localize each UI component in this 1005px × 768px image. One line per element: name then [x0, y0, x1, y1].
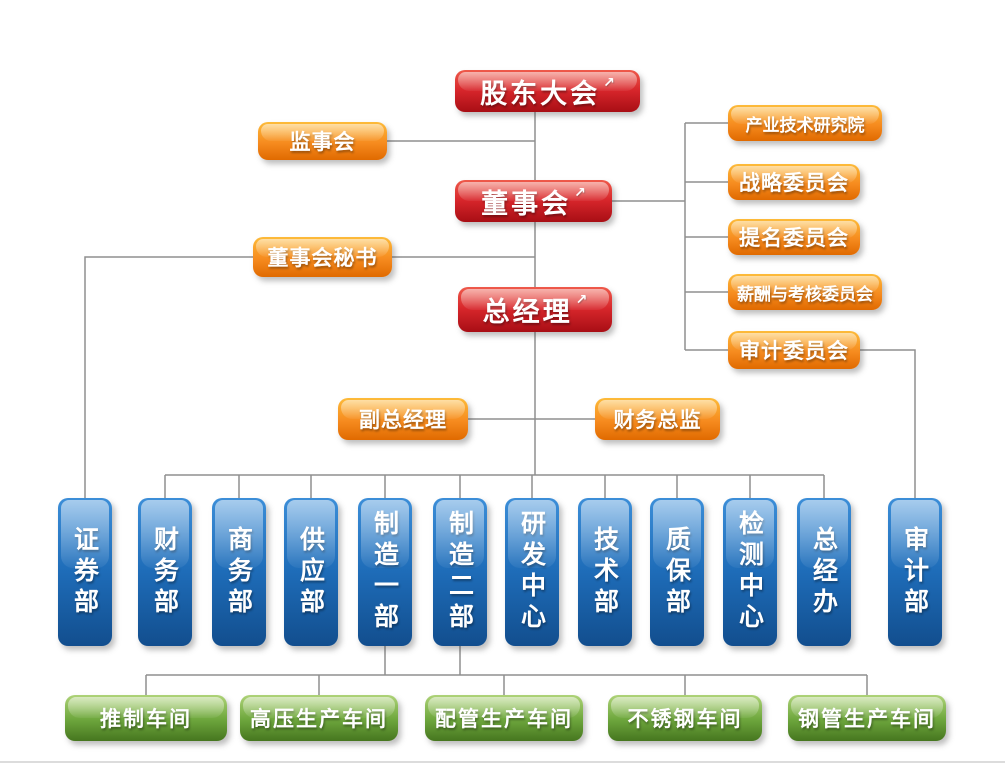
- node-label: 战略委员会: [739, 171, 849, 195]
- node-board-of-directors: 董事会 ↗: [455, 180, 612, 222]
- node-label: 董事会: [481, 188, 572, 220]
- node-general-manager: 总经理 ↗: [458, 287, 612, 332]
- node-dept-manufacturing-1: 制造一部: [358, 498, 412, 646]
- node-label: 制造二部: [445, 510, 475, 634]
- node-dept-technology: 技术部: [578, 498, 632, 646]
- node-label: 高压生产车间: [250, 707, 388, 731]
- node-workshop-high-pressure: 高压生产车间: [240, 695, 398, 741]
- node-label: 副总经理: [359, 408, 447, 432]
- node-board-secretary: 董事会秘书: [253, 237, 392, 277]
- node-workshop-stainless-steel: 不锈钢车间: [608, 695, 762, 741]
- flag-arrow-icon: ↗: [603, 75, 615, 91]
- node-label: 审计部: [900, 525, 930, 619]
- node-shareholders-meeting: 股东大会 ↗: [455, 70, 640, 112]
- connector-auditcommittee-to-auditdept: [860, 349, 916, 500]
- node-dept-quality: 质保部: [650, 498, 704, 646]
- node-dept-supply: 供应部: [284, 498, 338, 646]
- node-workshop-steel-pipe: 钢管生产车间: [788, 695, 946, 741]
- node-label: 产业技术研究院: [745, 115, 865, 136]
- node-supervisory-board: 监事会: [258, 122, 387, 160]
- node-dept-testing-center: 检测中心: [723, 498, 777, 646]
- node-label: 股东大会: [480, 78, 601, 110]
- node-label: 商务部: [224, 525, 254, 619]
- node-label: 总经办: [809, 525, 839, 619]
- node-label: 技术部: [590, 525, 620, 619]
- node-workshop-piping: 配管生产车间: [425, 695, 583, 741]
- node-label: 财务部: [150, 525, 180, 619]
- node-committee-audit: 审计委员会: [728, 331, 860, 369]
- node-label: 审计委员会: [739, 339, 849, 363]
- node-label: 薪酬与考核委员会: [737, 284, 873, 305]
- node-dept-commerce: 商务部: [212, 498, 266, 646]
- node-label: 检测中心: [735, 510, 765, 634]
- node-label: 财务总监: [613, 408, 702, 432]
- bottom-divider: [0, 761, 1005, 763]
- node-label: 供应部: [296, 525, 326, 619]
- flag-arrow-icon: ↗: [574, 185, 586, 201]
- connector-workshop-comb: [145, 646, 868, 697]
- flag-arrow-icon: ↗: [575, 292, 588, 308]
- node-dept-securities: 证券部: [58, 498, 112, 646]
- node-label: 不锈钢车间: [627, 707, 743, 731]
- node-label: 制造一部: [370, 510, 400, 634]
- node-label: 配管生产车间: [435, 707, 573, 731]
- node-committee-nomination: 提名委员会: [728, 219, 860, 255]
- node-label: 证券部: [70, 525, 100, 619]
- node-label: 质保部: [662, 525, 692, 619]
- node-committee-compensation: 薪酬与考核委员会: [728, 274, 882, 310]
- connector-department-comb: [164, 474, 825, 500]
- node-finance-director: 财务总监: [595, 398, 720, 440]
- node-workshop-forming: 推制车间: [65, 695, 227, 741]
- node-deputy-general-manager: 副总经理: [338, 398, 468, 440]
- node-committee-strategy: 战略委员会: [728, 164, 860, 200]
- node-committee-industry-research: 产业技术研究院: [728, 105, 882, 141]
- node-label: 研发中心: [517, 510, 547, 634]
- node-label: 推制车间: [100, 707, 192, 731]
- node-label: 董事会秘书: [267, 246, 378, 270]
- node-label: 总经理: [482, 297, 573, 328]
- node-dept-rd-center: 研发中心: [505, 498, 559, 646]
- node-label: 钢管生产车间: [798, 707, 936, 731]
- connector-committee-stubs: [685, 122, 728, 351]
- node-label: 提名委员会: [739, 226, 849, 250]
- node-dept-manufacturing-2: 制造二部: [433, 498, 487, 646]
- node-label: 监事会: [289, 130, 356, 154]
- connector-secretary-to-securities: [84, 256, 253, 500]
- node-dept-finance: 财务部: [138, 498, 192, 646]
- node-dept-audit: 审计部: [888, 498, 942, 646]
- node-dept-gm-office: 总经办: [797, 498, 851, 646]
